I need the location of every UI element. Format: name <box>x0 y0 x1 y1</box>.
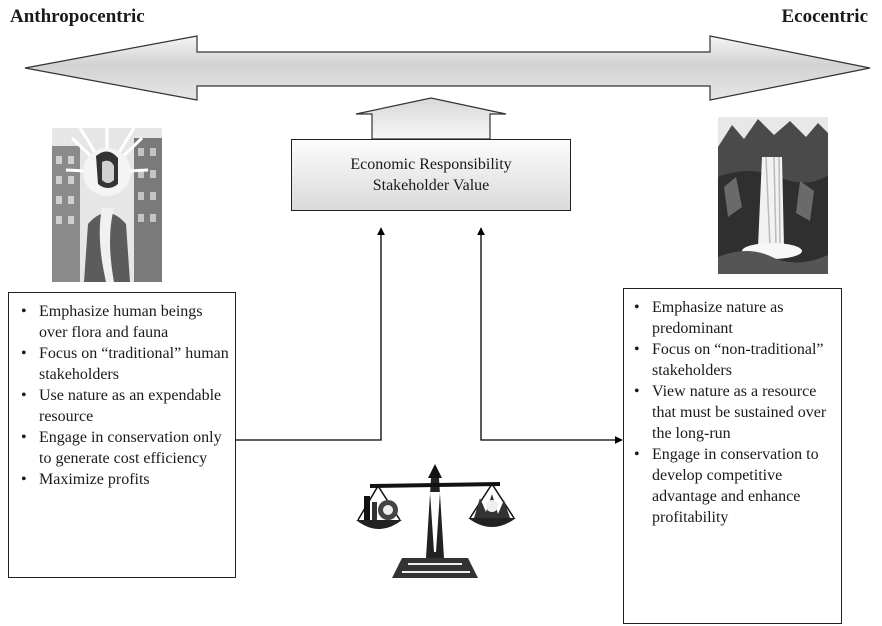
list-item: • Focus on “non-traditional” stakeholders <box>634 339 835 381</box>
list-item-text: View nature as a resource that must be s… <box>652 383 827 442</box>
center-box-line1: Economic Responsibility <box>350 156 512 173</box>
bullet-icon: • <box>21 345 27 362</box>
ecocentric-characteristics-box: • Emphasize nature as predominant • Focus … <box>623 288 842 624</box>
anthropocentric-characteristics-box: • Emphasize human beings over flora and f… <box>8 292 236 578</box>
bullet-icon: • <box>21 429 27 446</box>
list-item: • Maximize profits <box>21 469 229 490</box>
waterfall-clipart-icon <box>718 117 828 274</box>
list-item-text: Focus on “non-traditional” stakeholders <box>652 341 824 379</box>
list-item-text: Emphasize nature as predominant <box>652 299 784 337</box>
anthropocentric-label: Anthropocentric <box>10 6 145 27</box>
connector-left <box>225 227 385 444</box>
anthropocentric-list: • Emphasize human beings over flora and f… <box>21 301 229 490</box>
bullet-icon: • <box>634 299 640 316</box>
list-item: • Use nature as an expendable resource <box>21 385 229 427</box>
bullet-icon: • <box>21 387 27 404</box>
bullet-icon: • <box>634 383 640 400</box>
list-item: • Engage in conservation only to generate… <box>21 427 229 469</box>
center-box-line2: Stakeholder Value <box>372 177 490 194</box>
connector-right <box>477 227 623 444</box>
list-item-text: Emphasize human beings over flora and fa… <box>39 303 203 341</box>
economic-responsibility-box: Economic Responsibility Stakeholder Valu… <box>291 139 571 211</box>
list-item: • Focus on “traditional” human stakeholde… <box>21 343 229 385</box>
list-item: • Emphasize nature as predominant <box>634 297 835 339</box>
list-item-text: Engage in conservation only to generate … <box>39 429 222 467</box>
list-item: • View nature as a resource that must be … <box>634 381 835 444</box>
bullet-icon: • <box>21 303 27 320</box>
list-item: • Emphasize human beings over flora and f… <box>21 301 229 343</box>
list-item-text: Use nature as an expendable resource <box>39 387 222 425</box>
ecocentric-label: Ecocentric <box>781 6 868 27</box>
spectrum-double-arrow <box>24 35 871 101</box>
ecocentric-list: • Emphasize nature as predominant • Focus … <box>634 297 835 528</box>
list-item-text: Focus on “traditional” human stakeholder… <box>39 345 229 383</box>
bullet-icon: • <box>634 446 640 463</box>
bullet-icon: • <box>634 341 640 358</box>
list-item: • Engage in conservation to develop compe… <box>634 444 835 528</box>
balance-scale-clipart-icon <box>356 464 516 578</box>
list-item-text: Maximize profits <box>39 471 150 488</box>
city-person-clipart-icon <box>52 128 162 282</box>
list-item-text: Engage in conservation to develop compet… <box>652 446 819 526</box>
up-arrow <box>355 97 507 140</box>
bullet-icon: • <box>21 471 27 488</box>
